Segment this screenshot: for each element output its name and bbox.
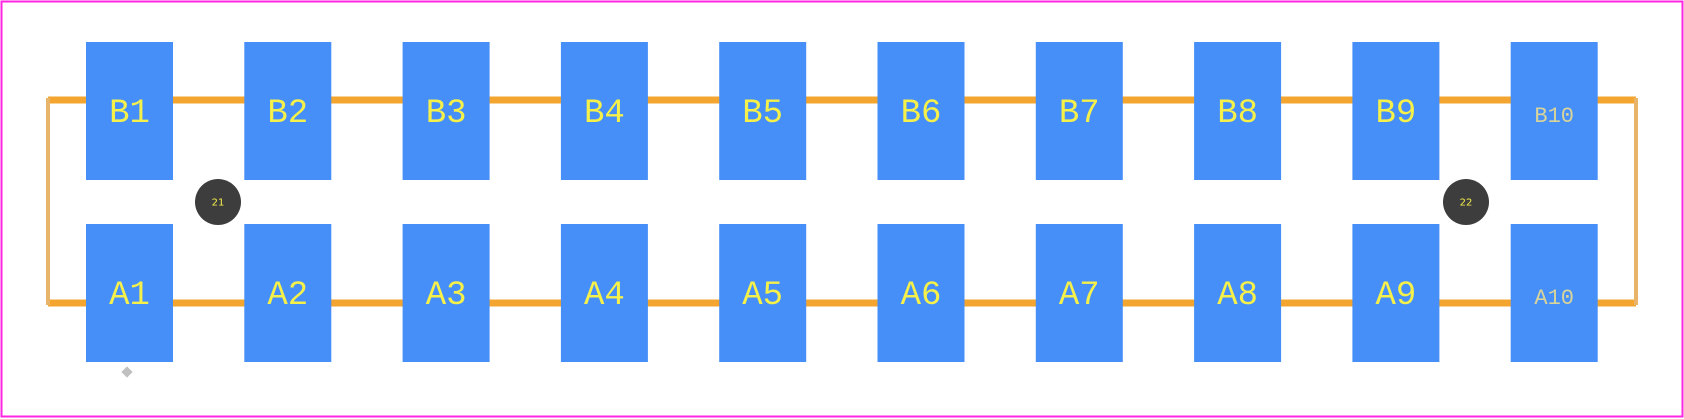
pad-label-b2: B2 <box>267 95 308 133</box>
pad-a4 <box>560 224 648 362</box>
pad-b5 <box>719 42 807 180</box>
pad-label-a8: A8 <box>1217 277 1258 315</box>
pad-label-a10: A10 <box>1534 286 1574 311</box>
mounting-hole-21 <box>195 179 241 225</box>
pad-b9 <box>1352 42 1440 180</box>
pad-label-b1: B1 <box>109 95 150 133</box>
pad-row-top: B1 B2 B3 B4 B5 B6 B7 B8 B9 B10 <box>86 42 1598 180</box>
pad-b3 <box>402 42 490 180</box>
pad-label-a6: A6 <box>901 277 942 315</box>
pad-b7 <box>1035 42 1123 180</box>
pad-label-b6: B6 <box>901 95 942 133</box>
pad-b1 <box>86 42 173 180</box>
pad-label-b4: B4 <box>584 95 625 133</box>
mounting-hole-left: 21 <box>195 179 241 225</box>
pad-label-a4: A4 <box>584 277 625 315</box>
pad-row-bottom: A1 A2 A3 A4 A5 A6 A7 A8 A9 A10 <box>86 224 1598 362</box>
pad-a9 <box>1352 224 1440 362</box>
pad-a7 <box>1035 224 1123 362</box>
pad-b2 <box>244 42 332 180</box>
pad-b6 <box>877 42 965 180</box>
pad-label-a2: A2 <box>267 277 308 315</box>
origin-marker <box>121 366 133 378</box>
pad-a5 <box>719 224 807 362</box>
pad-label-a9: A9 <box>1375 277 1416 315</box>
pad-a2 <box>244 224 332 362</box>
pad-label-a5: A5 <box>742 277 783 315</box>
pad-label-b5: B5 <box>742 95 783 133</box>
pad-b10 <box>1510 42 1598 180</box>
pad-label-a3: A3 <box>426 277 467 315</box>
pad-label-a1: A1 <box>109 277 150 315</box>
pad-label-b8: B8 <box>1217 95 1258 133</box>
pad-a8 <box>1194 224 1282 362</box>
pad-label-b10: B10 <box>1534 104 1574 129</box>
pad-label-b9: B9 <box>1375 95 1416 133</box>
pad-label-b7: B7 <box>1059 95 1100 133</box>
mounting-hole-22-label: 22 <box>1460 198 1473 209</box>
mounting-hole-22 <box>1443 179 1489 225</box>
mounting-hole-right: 22 <box>1443 179 1489 225</box>
pad-a6 <box>877 224 965 362</box>
pad-a1 <box>86 224 173 362</box>
pad-label-b3: B3 <box>426 95 467 133</box>
pad-a3 <box>402 224 490 362</box>
pad-b4 <box>560 42 648 180</box>
pad-label-a7: A7 <box>1059 277 1100 315</box>
pad-a10 <box>1510 224 1598 362</box>
mounting-hole-21-label: 21 <box>212 198 225 209</box>
pad-b8 <box>1194 42 1282 180</box>
